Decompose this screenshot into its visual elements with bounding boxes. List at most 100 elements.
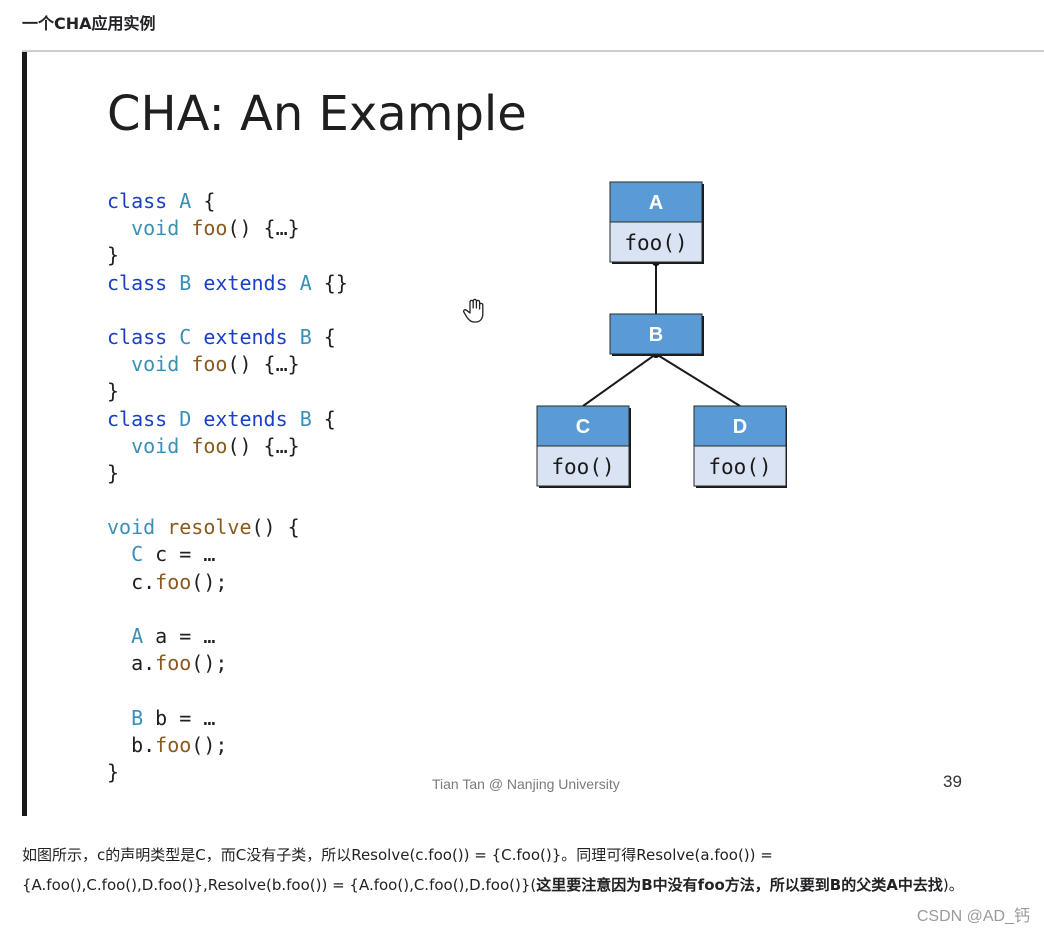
code-token: } <box>107 243 120 268</box>
code-token: extends <box>203 406 288 431</box>
code-token <box>107 542 131 566</box>
code-token: } <box>107 759 120 784</box>
code-token: { <box>311 324 336 349</box>
code-token <box>107 434 131 458</box>
code-token <box>191 407 203 431</box>
slide-page-number: 39 <box>943 772 962 791</box>
slide-image: CHA: An Example class A { void foo() {…}… <box>22 52 1044 816</box>
class-node-name: A <box>649 192 663 214</box>
code-token <box>191 271 203 295</box>
code-token: foo <box>155 569 192 594</box>
code-token: C <box>179 324 192 349</box>
code-line: a.foo(); <box>107 650 348 677</box>
code-token: (); <box>191 732 228 757</box>
hand-cursor-icon <box>463 298 484 323</box>
code-token <box>288 325 300 349</box>
code-line: void foo() {…} <box>107 433 348 460</box>
code-token: (); <box>191 651 228 676</box>
code-line <box>107 487 348 514</box>
code-token: class <box>107 189 180 213</box>
paragraph-tail: )。 <box>942 876 964 894</box>
code-token: () {…} <box>227 433 300 458</box>
code-token: a. <box>107 651 156 676</box>
code-token <box>179 216 191 240</box>
code-token <box>288 271 300 295</box>
code-token: void <box>131 433 180 458</box>
code-token: c = … <box>143 542 216 567</box>
code-line <box>107 297 348 324</box>
class-node-method: foo() <box>624 231 687 255</box>
paragraph-text: 如图所示，c的声明类型是C，而C没有子类，所以Resolve(c.foo()) … <box>22 846 773 894</box>
code-token: foo <box>155 651 192 676</box>
divider <box>22 50 1044 52</box>
code-line: class A { <box>107 188 348 215</box>
code-token: extends <box>203 324 288 349</box>
class-node-method: foo() <box>551 455 614 479</box>
code-token: a = … <box>143 624 216 648</box>
code-token: class <box>107 324 180 349</box>
code-token: B <box>299 324 312 349</box>
code-token <box>179 352 191 376</box>
code-token: { <box>191 189 216 213</box>
inheritance-edge <box>582 353 657 407</box>
code-token <box>107 624 131 648</box>
code-token: b = … <box>143 705 216 730</box>
section-heading: 一个CHA应用实例 <box>22 14 156 33</box>
code-line <box>107 596 348 623</box>
class-node-method: foo() <box>708 455 771 479</box>
code-token: extends <box>203 270 288 295</box>
code-line: b.foo(); <box>107 732 348 759</box>
code-token: c. <box>107 569 156 594</box>
code-token: (); <box>191 569 228 594</box>
code-line: void resolve() { <box>107 514 348 541</box>
class-node-name: C <box>576 416 590 438</box>
code-line: void foo() {…} <box>107 351 348 378</box>
code-line: } <box>107 378 348 405</box>
code-token: B <box>299 406 312 431</box>
code-token <box>155 515 167 539</box>
code-token: void <box>107 515 156 540</box>
code-token: foo <box>191 216 228 241</box>
code-token: void <box>131 216 180 241</box>
inheritance-edge <box>655 353 741 407</box>
code-token: foo <box>191 433 228 458</box>
code-token <box>288 407 300 431</box>
code-token <box>107 352 131 376</box>
code-token <box>107 706 131 730</box>
code-token: foo <box>155 732 192 757</box>
code-token: class <box>107 270 180 295</box>
slide-footer: Tian Tan @ Nanjing University <box>432 776 620 792</box>
code-line: class B extends A {} <box>107 270 348 297</box>
code-line: class C extends B { <box>107 324 348 351</box>
code-token: class <box>107 406 180 431</box>
code-token <box>107 216 131 240</box>
class-node-name: D <box>733 416 747 438</box>
slide-title: CHA: An Example <box>107 86 527 142</box>
code-line: } <box>107 242 348 269</box>
code-line <box>107 677 348 704</box>
class-node-name: B <box>649 324 663 346</box>
code-token: B <box>179 270 192 295</box>
code-token: () { <box>251 515 300 540</box>
code-token: resolve <box>167 515 252 540</box>
code-token: {} <box>311 270 348 295</box>
code-token: A <box>131 624 144 648</box>
code-token: () {…} <box>227 352 300 377</box>
code-token: A <box>299 270 312 295</box>
code-token: } <box>107 379 120 404</box>
code-token <box>191 325 203 349</box>
code-token <box>179 434 191 458</box>
code-line: void foo() {…} <box>107 215 348 242</box>
code-token: b. <box>107 732 156 757</box>
class-node-b: B <box>609 313 704 356</box>
code-line: } <box>107 460 348 487</box>
code-token: A <box>179 189 192 213</box>
code-token: void <box>131 352 180 377</box>
code-line: B b = … <box>107 705 348 732</box>
code-line: A a = … <box>107 623 348 650</box>
code-line: class D extends B { <box>107 406 348 433</box>
